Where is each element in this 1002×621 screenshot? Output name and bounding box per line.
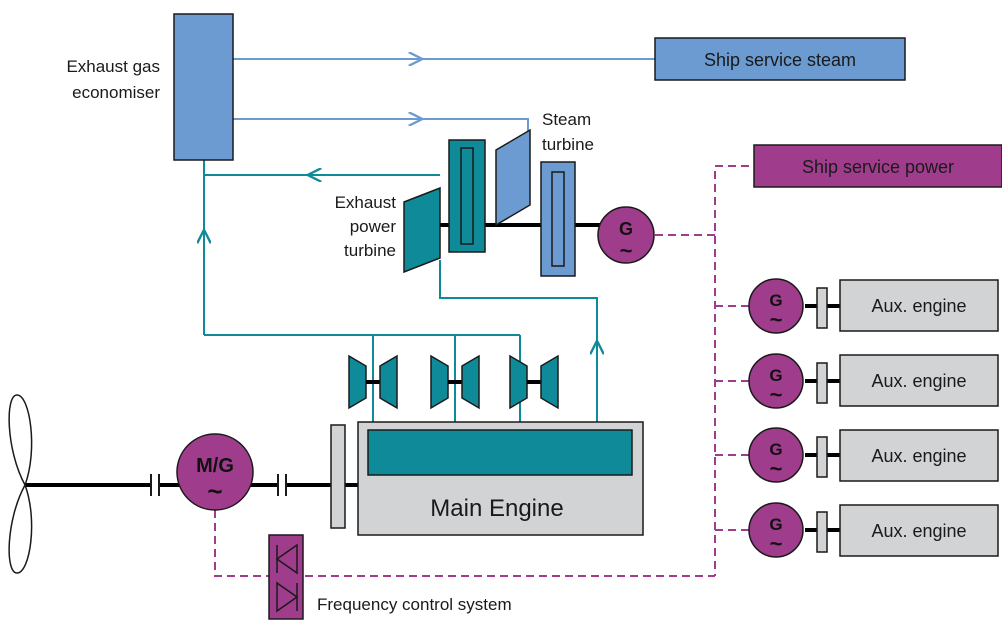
propeller-lower-blade (8, 483, 33, 574)
exhaust-gas-economiser (173, 13, 234, 161)
aux-3-generator (748, 427, 804, 483)
motor-generator-wave: ~ (207, 476, 222, 506)
aux-4-generator-letter: G (769, 515, 782, 534)
turbine-generator-circle (597, 206, 655, 264)
ship-service-power-label: Ship service power (802, 157, 954, 177)
aux-genset-1: G ~ Aux. engine (748, 278, 999, 334)
ship-service-steam-box (654, 37, 906, 81)
aux-genset-3: G ~ Aux. engine (748, 427, 999, 483)
aux-4-generator (748, 502, 804, 558)
aux-1-generator-letter: G (769, 291, 782, 310)
aux-engine-3 (839, 429, 999, 482)
exhaust-lines (204, 160, 597, 430)
turbine-generator-letter: G (619, 219, 633, 239)
aux-engine-1 (839, 279, 999, 332)
frequency-control-label: Frequency control system (317, 595, 512, 614)
aux-2-coupling (816, 362, 828, 404)
steam-line-to-turbine (233, 118, 529, 140)
motor-generator-label: M/G (196, 455, 234, 477)
aux-engine-4-label: Aux. engine (871, 521, 966, 541)
turbocharger-3 (509, 354, 559, 410)
aux-engine-3-label: Aux. engine (871, 446, 966, 466)
coupling-1-gap (150, 474, 160, 496)
propeller-upper-blade (8, 394, 33, 487)
aux-engine-1-label: Aux. engine (871, 296, 966, 316)
turbocharger-2-turbine (461, 354, 480, 410)
turbocharger-3-compressor (509, 354, 528, 410)
power-turbine-feed (439, 260, 598, 430)
aux-2-generator-letter: G (769, 366, 782, 385)
steam-turbine-label-1: Steam (542, 110, 591, 129)
turbocharger-2-compressor (430, 354, 449, 410)
mg-to-frequency-control (214, 510, 715, 577)
steam-turbine-clutch-inner (551, 171, 565, 267)
aux-1-generator (748, 278, 804, 334)
steam-turbine-label-2: turbine (542, 135, 594, 154)
frequency-control-box (268, 534, 304, 620)
electrical-lines (214, 165, 788, 577)
aux-1-coupling (816, 287, 828, 329)
aux-1-generator-wave: ~ (770, 307, 783, 332)
main-engine-manifold (367, 429, 633, 476)
aux-genset-2: G ~ Aux. engine (748, 353, 999, 409)
frequency-control-system (268, 534, 304, 620)
shaft-coupling-1 (150, 474, 160, 496)
aux-4-generator-wave: ~ (770, 531, 783, 556)
frequency-control-upper-symbol (275, 543, 298, 575)
motor-generator: M/G ~ (176, 433, 254, 511)
aux-engine-2-label: Aux. engine (871, 371, 966, 391)
exhaust-power-turbine (403, 186, 441, 274)
turbine-gearbox-inner (460, 147, 474, 245)
ship-service-steam-label: Ship service steam (704, 50, 856, 70)
economiser-label-line2: economiser (72, 83, 160, 102)
aux-genset-4: G ~ Aux. engine (748, 502, 999, 558)
aux-3-coupling (816, 436, 828, 478)
aux-3-generator-letter: G (769, 440, 782, 459)
propeller (8, 394, 33, 574)
turbine-generator-wave: ~ (620, 238, 633, 263)
aux-2-generator (748, 353, 804, 409)
turbine-gearbox (448, 139, 486, 253)
aux-engine-2 (839, 354, 999, 407)
steam-turbine (495, 128, 531, 227)
aux-4-coupling (816, 511, 828, 553)
turbocharger-1 (348, 354, 398, 410)
motor-generator-circle (176, 433, 254, 511)
main-bus (714, 165, 788, 576)
aux-3-generator-wave: ~ (770, 456, 783, 481)
coupling-2-gap (277, 474, 287, 496)
exhaust-power-turbine-label-2: power (350, 217, 397, 236)
exhaust-power-turbine-label-1: Exhaust (335, 193, 397, 212)
economiser-label-line1: Exhaust gas (66, 57, 160, 76)
shaft-coupling-2 (277, 474, 287, 496)
steam-turbine-clutch (540, 161, 576, 277)
frequency-control-lower-symbol (276, 581, 299, 613)
main-engine-label: Main Engine (430, 495, 563, 522)
aux-2-generator-wave: ~ (770, 382, 783, 407)
steam-lines (233, 59, 655, 140)
main-engine-flywheel (330, 424, 346, 529)
exhaust-power-turbine-label-3: turbine (344, 241, 396, 260)
turbocharger-3-turbine (540, 354, 559, 410)
turbocharger-2 (430, 354, 480, 410)
ship-service-power-box (753, 144, 1002, 188)
turbine-generator: G ~ (597, 206, 655, 264)
aux-engine-4 (839, 504, 999, 557)
turbocharger-1-turbine (379, 354, 398, 410)
turbocharger-1-compressor (348, 354, 367, 410)
